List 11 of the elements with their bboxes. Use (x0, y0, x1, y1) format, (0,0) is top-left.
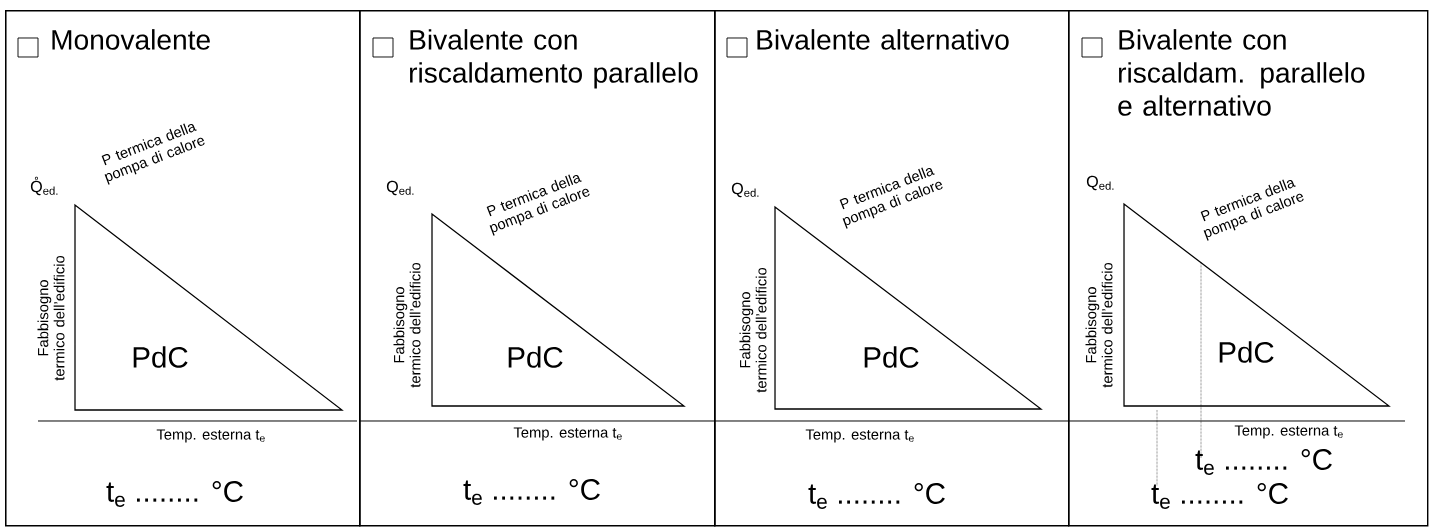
temperature-entry: t$_{e}$ ........ °C (463, 479, 600, 505)
axis-title: Temp. esterna t$_{e}$ (513, 427, 622, 441)
temperature-entry: t$_{e}$ ........ °C (808, 483, 945, 509)
temperature-entry: t$_{e}$ ........ °C (1151, 483, 1288, 509)
axis-title: Temp. esterna t$_{e}$ (805, 429, 914, 443)
axis-symbol: Q$_{ed.}$ (386, 180, 414, 196)
axis-title: Temp. esterna t$_{e}$ (156, 429, 265, 443)
axis-title: Fabbisogno termico dell’edificio (1085, 262, 1113, 388)
temperature-entry: t$_{e}$ ........ °C (1195, 449, 1332, 475)
temperature-entry: t$_{e}$ ........ °C (106, 481, 243, 507)
axis-title: Temp. esterna t$_{e}$ (1234, 425, 1343, 439)
